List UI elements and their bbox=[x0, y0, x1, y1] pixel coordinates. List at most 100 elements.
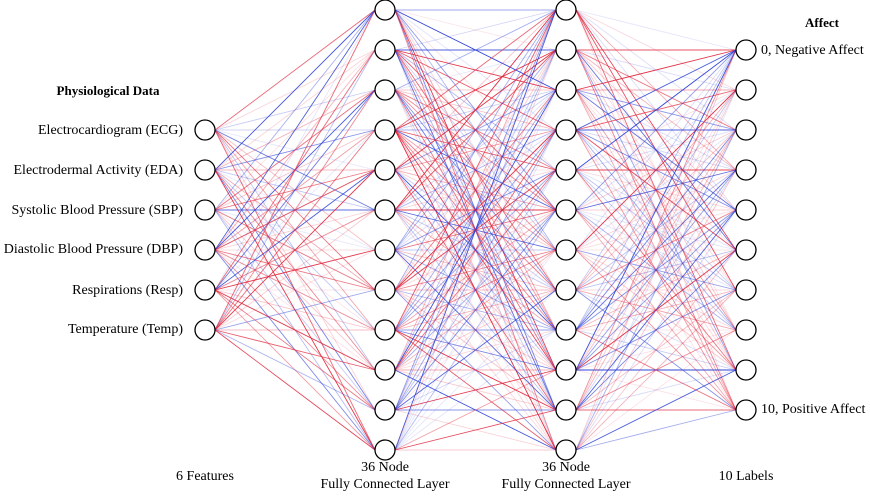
edge-l2-7-1 bbox=[575, 89, 737, 291]
hidden1-node-9 bbox=[374, 359, 396, 381]
hidden2-node-3 bbox=[555, 119, 577, 141]
hidden1-node-10 bbox=[374, 399, 396, 421]
edge-l2-10-3 bbox=[575, 169, 737, 411]
edge-l2-6-1 bbox=[575, 89, 737, 251]
edge-l1-11-4 bbox=[394, 169, 557, 451]
edge-l0-5-7 bbox=[214, 289, 376, 331]
feature-label-resp: Respirations (Resp) bbox=[72, 283, 183, 298]
edge-l1-6-0 bbox=[394, 9, 557, 251]
edge-l0-2-0 bbox=[214, 9, 376, 211]
layer-caption-hidden2-line2: Fully Connected Layer bbox=[501, 477, 630, 492]
edge-l2-10-0 bbox=[575, 49, 737, 411]
edge-l0-5-2 bbox=[214, 89, 376, 331]
hidden1-node-7 bbox=[374, 279, 396, 301]
edge-l1-10-7 bbox=[394, 289, 557, 411]
edge-l1-11-8 bbox=[394, 329, 557, 451]
edge-l1-10-2 bbox=[394, 89, 557, 411]
edge-l2-8-3 bbox=[575, 169, 737, 331]
edge-l2-10-5 bbox=[575, 249, 737, 411]
edge-l1-4-0 bbox=[394, 9, 557, 171]
hidden1-node-5 bbox=[374, 199, 396, 221]
hidden1-node-0 bbox=[374, 0, 396, 21]
edge-l2-9-4 bbox=[575, 209, 737, 371]
edge-l0-5-6 bbox=[214, 249, 376, 331]
edge-l1-9-0 bbox=[394, 9, 557, 371]
hidden2-node-2 bbox=[555, 79, 577, 101]
edge-l2-3-0 bbox=[575, 49, 737, 131]
edge-l2-11-4 bbox=[575, 209, 737, 451]
edge-l2-11-1 bbox=[575, 89, 737, 451]
edge-l0-4-11 bbox=[214, 289, 376, 451]
edge-l2-10-2 bbox=[575, 129, 737, 411]
edge-l2-10-8 bbox=[575, 369, 737, 411]
output-node-8 bbox=[735, 359, 757, 381]
edge-l0-5-10 bbox=[214, 329, 376, 411]
edge-l1-11-1 bbox=[394, 49, 557, 451]
output-label-positive: 10, Positive Affect bbox=[761, 402, 865, 417]
edge-l0-0-2 bbox=[214, 89, 376, 131]
feature-label-dbp: Diastolic Blood Pressure (DBP) bbox=[4, 242, 184, 257]
edge-l1-10-4 bbox=[394, 169, 557, 411]
edge-l1-2-0 bbox=[394, 9, 557, 91]
edge-l1-5-2 bbox=[394, 89, 557, 211]
hidden1-node-4 bbox=[374, 159, 396, 181]
output-node-6 bbox=[735, 279, 757, 301]
edge-l0-5-11 bbox=[214, 329, 376, 451]
edge-l2-9-2 bbox=[575, 129, 737, 371]
input-node-4 bbox=[194, 279, 216, 301]
edge-l2-4-2 bbox=[575, 129, 737, 171]
edge-l1-10-0 bbox=[394, 9, 557, 411]
feature-label-eda: Electrodermal Activity (EDA) bbox=[14, 163, 184, 178]
edge-l1-8-1 bbox=[394, 49, 557, 331]
edge-l1-1-0 bbox=[394, 9, 557, 51]
edge-l2-7-0 bbox=[575, 49, 737, 291]
edge-l1-11-10 bbox=[394, 409, 557, 451]
hidden1-node-3 bbox=[374, 119, 396, 141]
edge-l0-2-10 bbox=[214, 209, 376, 411]
hidden2-node-1 bbox=[555, 39, 577, 61]
layer-caption-hidden2-line1: 36 Node bbox=[542, 460, 590, 475]
hidden1-node-11 bbox=[374, 439, 396, 461]
edge-l0-0-0 bbox=[214, 9, 376, 131]
hidden2-node-4 bbox=[555, 159, 577, 181]
hidden2-node-11 bbox=[555, 439, 577, 461]
layer-caption-input: 6 Features bbox=[176, 469, 234, 484]
input-node-2 bbox=[194, 199, 216, 221]
edge-l1-11-6 bbox=[394, 249, 557, 451]
layer-caption-hidden1-line1: 36 Node bbox=[361, 460, 409, 475]
edge-l1-11-2 bbox=[394, 89, 557, 451]
layer-caption-output: 10 Labels bbox=[719, 469, 774, 484]
edge-l2-11-3 bbox=[575, 169, 737, 451]
edge-l1-8-0 bbox=[394, 9, 557, 331]
hidden1-node-1 bbox=[374, 39, 396, 61]
edge-l1-11-0 bbox=[394, 9, 557, 451]
output-node-4 bbox=[735, 199, 757, 221]
network-nodes bbox=[194, 0, 757, 461]
edge-l0-5-9 bbox=[214, 329, 376, 371]
edge-l0-3-1 bbox=[214, 49, 376, 251]
hidden2-node-5 bbox=[555, 199, 577, 221]
edge-l2-6-2 bbox=[575, 129, 737, 251]
output-node-2 bbox=[735, 119, 757, 141]
edge-l2-5-0 bbox=[575, 49, 737, 211]
feature-label-ecg: Electrocardiogram (ECG) bbox=[38, 123, 183, 138]
hidden2-node-6 bbox=[555, 239, 577, 261]
edge-l2-5-3 bbox=[575, 169, 737, 211]
edge-l1-3-0 bbox=[394, 9, 557, 131]
edge-l2-11-0 bbox=[575, 49, 737, 451]
input-node-5 bbox=[194, 319, 216, 341]
edge-l2-8-0 bbox=[575, 49, 737, 331]
edge-l0-1-11 bbox=[214, 169, 376, 451]
output-node-5 bbox=[735, 239, 757, 261]
edge-l2-11-9 bbox=[575, 409, 737, 451]
edge-l0-1-1 bbox=[214, 49, 376, 171]
edge-l2-11-2 bbox=[575, 129, 737, 451]
output-node-3 bbox=[735, 159, 757, 181]
hidden1-node-8 bbox=[374, 319, 396, 341]
edge-l2-2-4 bbox=[575, 89, 737, 211]
edge-l1-10-8 bbox=[394, 329, 557, 411]
hidden1-node-2 bbox=[374, 79, 396, 101]
edge-l1-7-9 bbox=[394, 289, 557, 371]
edge-l2-11-7 bbox=[575, 329, 737, 451]
